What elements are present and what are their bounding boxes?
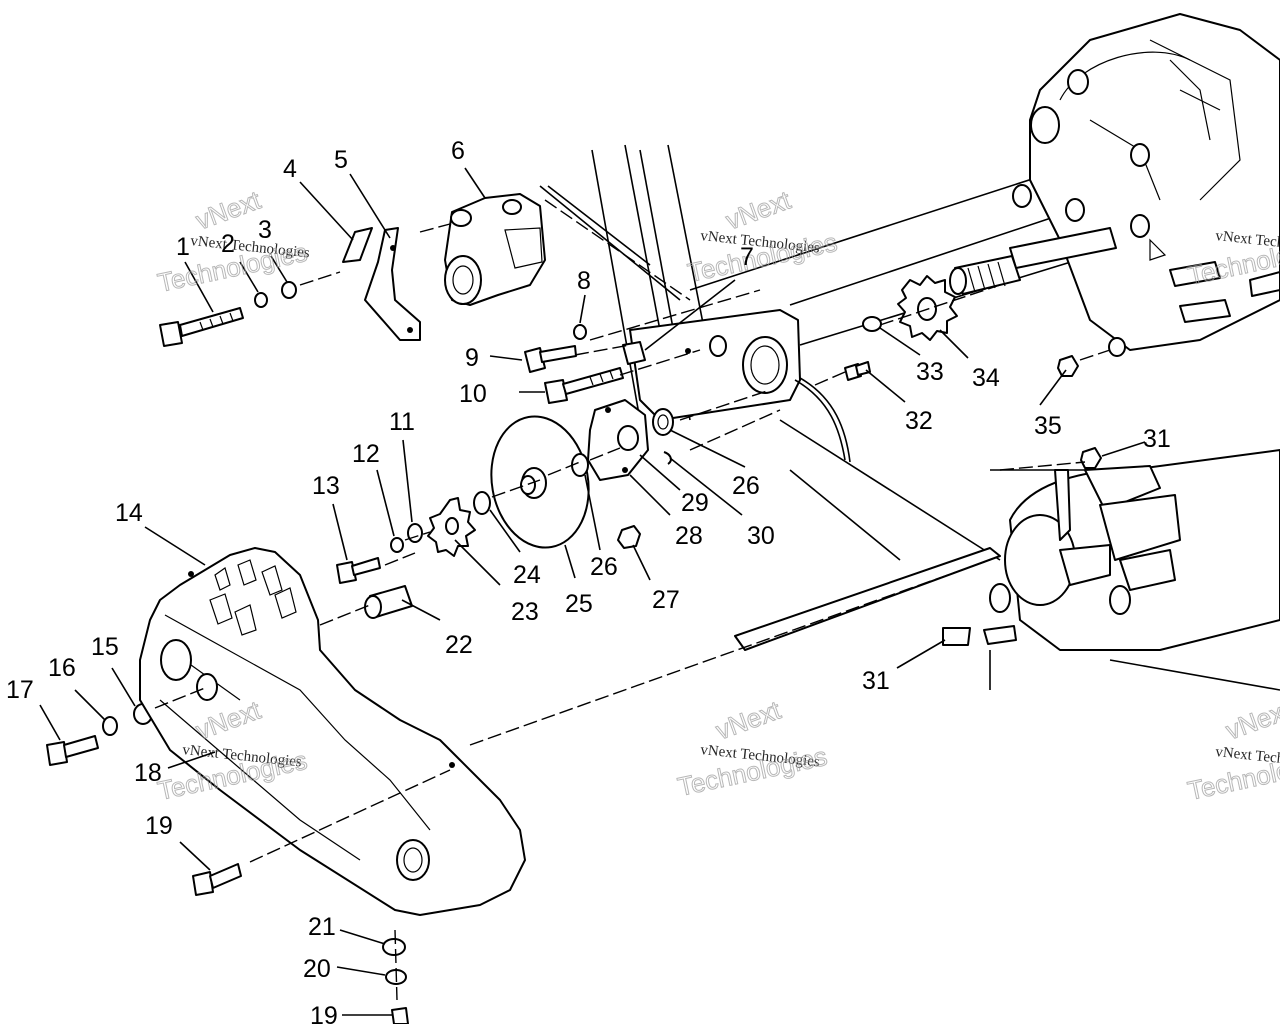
part-4-plate xyxy=(342,227,373,263)
part-30-clip xyxy=(663,451,672,465)
callout-29: 29 xyxy=(681,489,709,517)
part-7-fastener xyxy=(622,341,646,365)
part-11-washer xyxy=(407,523,423,543)
watermark-big-2a: vNext xyxy=(722,184,795,235)
engine-housing xyxy=(1012,13,1280,357)
callout-4: 4 xyxy=(283,155,297,183)
watermark-big-4a: vNext xyxy=(712,694,785,745)
callout-35: 35 xyxy=(1034,412,1062,440)
bolts xyxy=(46,281,1102,1024)
assembly-lines xyxy=(154,199,1111,1001)
callout-16: 16 xyxy=(48,654,76,682)
part-27-nut xyxy=(617,525,641,549)
callout-20: 20 xyxy=(303,955,331,983)
part-3-washer xyxy=(281,281,297,299)
part-13-bolt xyxy=(336,561,357,584)
output-shaft xyxy=(949,227,1117,295)
callout-31b: 31 xyxy=(862,667,890,695)
callout-12: 12 xyxy=(352,440,380,468)
callout-24: 24 xyxy=(513,561,541,589)
callout-8: 8 xyxy=(577,267,591,295)
callout-26a: 26 xyxy=(590,553,618,581)
watermark-big-1a: vNext xyxy=(192,184,265,235)
callout-6: 6 xyxy=(451,137,465,165)
callout-7: 7 xyxy=(740,243,754,271)
watermark-2: vNext vNext Technologies Technologies xyxy=(685,184,841,288)
callout-17: 17 xyxy=(6,676,34,704)
callout-19b: 19 xyxy=(310,1002,338,1024)
callout-11: 11 xyxy=(389,408,415,436)
watermark-big-6a: vNext xyxy=(1222,694,1280,745)
callout-32: 32 xyxy=(905,407,933,435)
callout-25: 25 xyxy=(565,590,593,618)
callout-31a: 31 xyxy=(1143,425,1171,453)
callout-34: 34 xyxy=(972,364,1000,392)
part-16-washer xyxy=(102,716,118,736)
part-19b-bolt xyxy=(391,1007,409,1024)
callout-13: 13 xyxy=(312,472,340,500)
callout-27: 27 xyxy=(652,586,680,614)
part-31-nut xyxy=(1080,447,1102,469)
leader-lines xyxy=(39,167,1146,1016)
callout-19a: 19 xyxy=(145,812,173,840)
callout-labels: 1 2 3 4 5 6 7 8 9 10 11 12 13 14 15 16 1… xyxy=(6,137,1171,1024)
callout-1: 1 xyxy=(176,233,190,261)
watermark-4: vNext vNext Technologies Technologies xyxy=(675,694,831,802)
chaincase-cover xyxy=(139,547,526,916)
callout-30: 30 xyxy=(747,522,775,550)
part-12-washer xyxy=(390,537,404,553)
callout-3: 3 xyxy=(258,216,272,244)
part-1-bolt xyxy=(159,321,183,347)
part-24-washer xyxy=(473,491,491,515)
part-35-nut xyxy=(1057,355,1079,377)
callout-14: 14 xyxy=(115,499,143,527)
callout-28: 28 xyxy=(675,522,703,550)
brake-disc-assembly xyxy=(490,324,674,549)
callout-10: 10 xyxy=(459,380,487,408)
part-8-washer xyxy=(573,324,587,340)
callout-9: 9 xyxy=(465,344,479,372)
part-17-bolt xyxy=(46,741,68,766)
part-19-bolt xyxy=(192,871,214,896)
drive-sprocket-assembly xyxy=(390,275,958,557)
chaincase-backplate xyxy=(629,309,851,463)
callout-18: 18 xyxy=(134,759,162,787)
callout-22: 22 xyxy=(445,631,473,659)
bracket-parts xyxy=(342,193,546,341)
part-2-washer xyxy=(254,292,268,308)
part-33-washer xyxy=(862,316,882,332)
callout-26b: 26 xyxy=(732,472,760,500)
part-21-washer xyxy=(382,938,406,956)
part-10-bolt xyxy=(544,379,568,404)
part-26-bushing-b xyxy=(652,408,674,436)
callout-5: 5 xyxy=(334,146,348,174)
callout-15: 15 xyxy=(91,633,119,661)
callout-33: 33 xyxy=(916,358,944,386)
callout-23: 23 xyxy=(511,598,539,626)
tunnel-structure xyxy=(734,449,1280,651)
part-5-bracket xyxy=(364,227,421,341)
callout-2: 2 xyxy=(221,230,235,258)
watermark-6: vNext vNext Technologies Technologies xyxy=(1185,694,1280,806)
callout-21: 21 xyxy=(308,913,336,941)
